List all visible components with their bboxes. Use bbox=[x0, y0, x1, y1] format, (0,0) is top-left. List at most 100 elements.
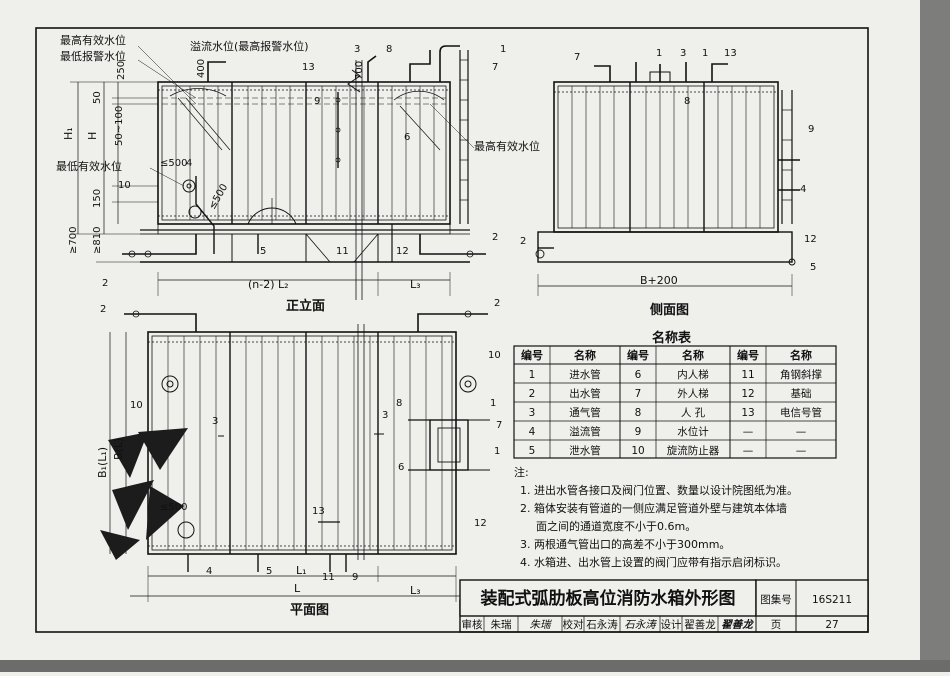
callout-2-right: 2 bbox=[492, 232, 498, 243]
side-callout-13: 13 bbox=[724, 48, 737, 59]
legend-cell: 10 bbox=[631, 445, 644, 457]
plan-callout-12: 12 bbox=[474, 518, 487, 529]
legend-row: 4 溢流管 9 水位计 — — bbox=[529, 425, 807, 438]
legend-title: 名称表 bbox=[652, 330, 692, 346]
plan-callout-9: 9 bbox=[352, 572, 358, 583]
review-label: 审核 bbox=[462, 618, 483, 631]
callout-1: 1 bbox=[500, 44, 506, 55]
checker-name: 石永涛 bbox=[586, 618, 618, 631]
dim-l1: L₁ bbox=[296, 564, 307, 577]
plan-callout-4: 4 bbox=[206, 566, 212, 577]
legend-cell: 2 bbox=[529, 388, 536, 400]
dim-50-100: 50~100 bbox=[114, 106, 125, 146]
legend-cell: — bbox=[796, 445, 807, 457]
legend-row: 1 进水管 6 内人梯 11 角钢斜撑 bbox=[529, 368, 823, 381]
designer-signature: 翟善龙 bbox=[721, 618, 754, 631]
atlas-label: 图集号 bbox=[760, 593, 792, 606]
plan-callout-6: 6 bbox=[398, 462, 404, 473]
dim-ge810: ≥810 bbox=[92, 227, 103, 254]
legend-row: 5 泄水管 10 旋流防止器 — — bbox=[529, 444, 807, 457]
legend-cell: 出水管 bbox=[569, 387, 601, 400]
dim-250: 250 bbox=[116, 61, 127, 80]
plan-view-title: 平面图 bbox=[290, 603, 329, 618]
plan-callout-8: 8 bbox=[396, 398, 402, 409]
callout-3: 3 bbox=[354, 44, 360, 55]
legend-cell: 角钢斜撑 bbox=[780, 368, 822, 381]
note-line-1: 1. 进出水管各接口及阀门位置、数量以设计院图纸为准。 bbox=[520, 483, 798, 497]
legend-cell: 5 bbox=[529, 445, 536, 457]
legend-cell: 外人梯 bbox=[677, 387, 709, 400]
legend-cell: 7 bbox=[635, 388, 642, 400]
plan-callout-2-right: 2 bbox=[494, 298, 500, 309]
plan-callout-2-left: 2 bbox=[100, 304, 106, 315]
legend-cell: 9 bbox=[635, 426, 642, 438]
atlas-number: 16S211 bbox=[812, 594, 852, 606]
watermark-pattern bbox=[100, 428, 188, 560]
legend-cell: 11 bbox=[741, 369, 754, 381]
side-callout-7: 7 bbox=[574, 52, 580, 63]
side-callout-8: 8 bbox=[684, 96, 690, 107]
label-overflow-level: 溢流水位(最高报警水位) bbox=[190, 39, 309, 53]
legend-header-no-2: 编号 bbox=[627, 348, 649, 362]
plan-callout-11: 11 bbox=[322, 572, 335, 583]
callout-10: 10 bbox=[118, 180, 131, 191]
legend-cell: 水位计 bbox=[677, 425, 709, 438]
drawing-title: 装配式弧肋板高位消防水箱外形图 bbox=[480, 588, 736, 609]
callout-6: 6 bbox=[404, 132, 410, 143]
dim-lt500-plan: ≤500 bbox=[160, 502, 187, 513]
label-max-level-right: 最高有效水位 bbox=[474, 139, 540, 153]
dim-h: H bbox=[86, 132, 99, 140]
legend-table-grid bbox=[513, 345, 837, 459]
legend-header-no-1: 编号 bbox=[521, 348, 543, 362]
legend-cell: 6 bbox=[635, 369, 642, 381]
legend-cell: 通气管 bbox=[569, 406, 601, 419]
side-callout-1b: 1 bbox=[702, 48, 708, 59]
reviewer-name: 朱瑞 bbox=[491, 619, 512, 631]
legend-header-no-3: 编号 bbox=[737, 348, 759, 362]
side-callout-12: 12 bbox=[804, 234, 817, 245]
callout-7: 7 bbox=[492, 62, 498, 73]
scan-edge-shadow bbox=[920, 0, 950, 672]
legend-cell: 人 孔 bbox=[681, 406, 706, 419]
dim-b200: B+200 bbox=[640, 274, 678, 287]
note-line-2: 2. 箱体安装有管道的一侧应满足管道外壁与建筑本体墙 bbox=[520, 501, 787, 515]
drawing-frame bbox=[35, 27, 869, 633]
side-callout-2: 2 bbox=[520, 236, 526, 247]
plan-callout-1-top: 1 bbox=[490, 398, 496, 409]
legend-row: 2 出水管 7 外人梯 12 基础 bbox=[529, 387, 812, 400]
legend-header-name-3: 名称 bbox=[790, 348, 812, 362]
callout-11: 11 bbox=[336, 246, 349, 257]
dim-l3-front: L₃ bbox=[410, 278, 421, 291]
dim-l3-plan: L₃ bbox=[410, 584, 421, 597]
check-label: 校对 bbox=[563, 618, 584, 631]
side-view bbox=[535, 62, 800, 296]
front-view-title: 正立面 bbox=[286, 298, 325, 314]
label-max-level: 最高有效水位 bbox=[60, 33, 126, 47]
plan-callout-3-right: 3 bbox=[382, 410, 388, 421]
dim-h1: H₁ bbox=[62, 127, 75, 140]
note-line-2-cont: 面之间的通道宽度不小于0.6m。 bbox=[536, 519, 696, 533]
legend-cell: 4 bbox=[529, 426, 536, 438]
callout-12: 12 bbox=[396, 246, 409, 257]
plan-callout-3-left: 3 bbox=[212, 416, 218, 427]
callout-13: 13 bbox=[302, 62, 315, 73]
legend-cell: — bbox=[743, 426, 754, 438]
plan-callout-10-right: 10 bbox=[488, 350, 501, 361]
plan-callout-1-bottom: 1 bbox=[494, 446, 500, 457]
side-view-title: 侧面图 bbox=[650, 302, 689, 318]
legend-cell: 8 bbox=[635, 407, 642, 419]
dim-700-top: 700 bbox=[354, 61, 365, 80]
design-label: 设计 bbox=[661, 618, 682, 631]
notes-title: 注: bbox=[514, 465, 529, 479]
plan-callout-10-left: 10 bbox=[130, 400, 143, 411]
note-line-4: 4. 水箱进、出水管上设置的阀门应带有指示启闭标识。 bbox=[520, 555, 787, 569]
side-callout-9: 9 bbox=[808, 124, 814, 135]
plan-callout-5: 5 bbox=[266, 566, 272, 577]
dim-n2l2: (n-2) L₂ bbox=[248, 278, 289, 291]
side-callout-4: 4 bbox=[800, 184, 806, 195]
legend-cell: 电信号管 bbox=[780, 406, 822, 419]
callout-2-left: 2 bbox=[102, 278, 108, 289]
legend-header-name-1: 名称 bbox=[574, 348, 596, 362]
